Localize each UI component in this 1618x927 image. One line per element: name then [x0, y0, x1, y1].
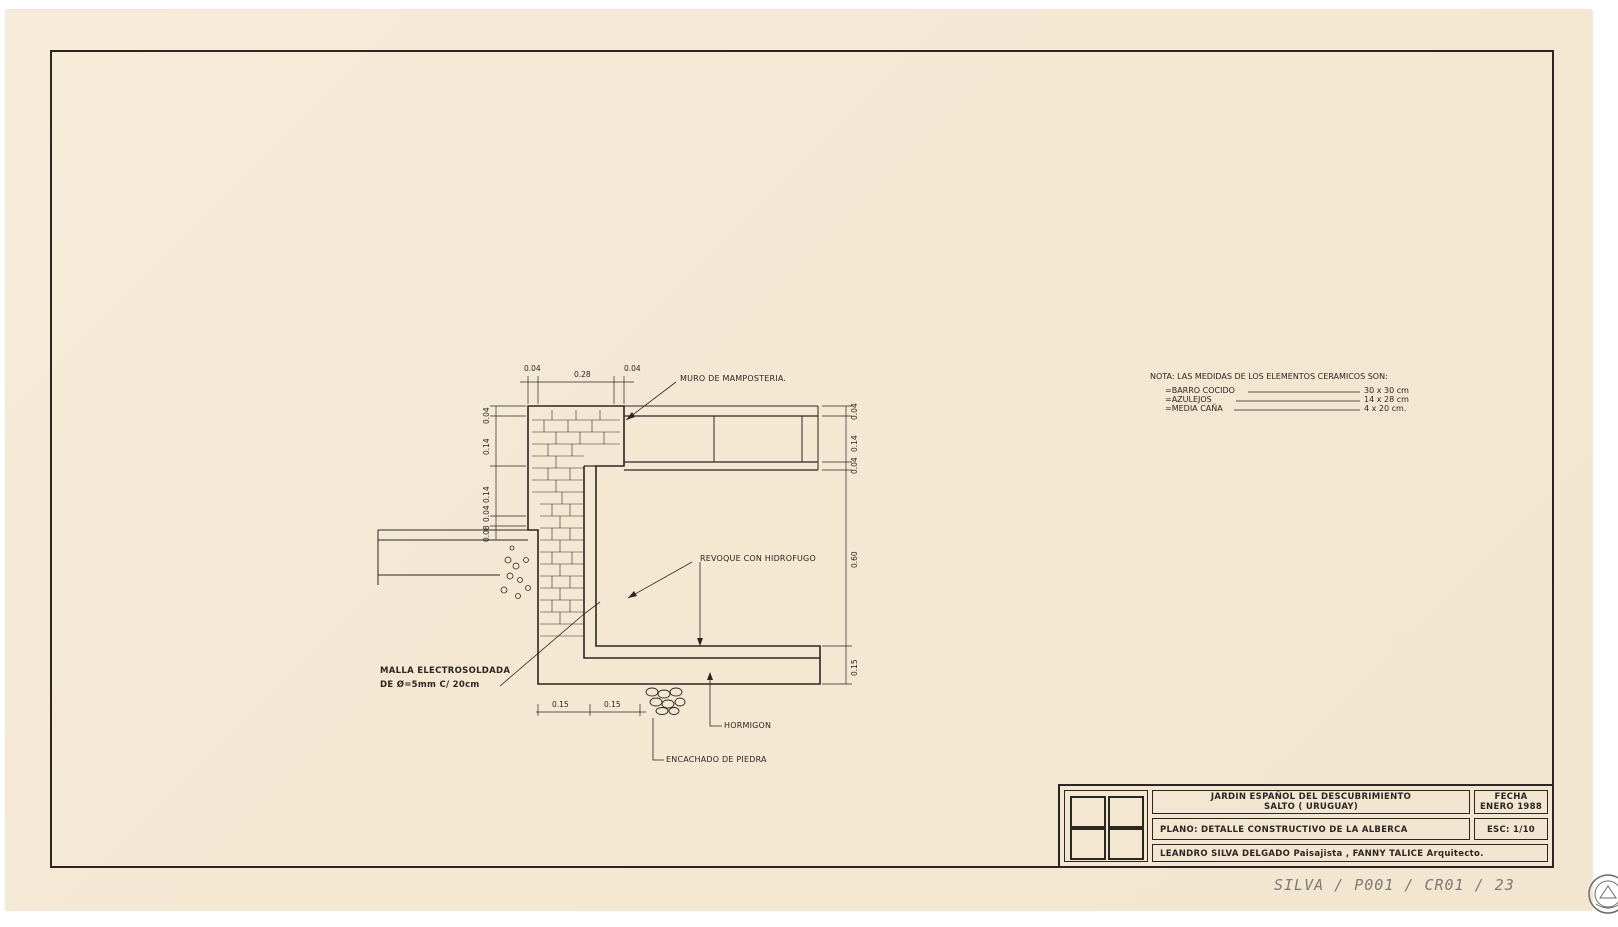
- archive-seal-icon: [1588, 874, 1618, 914]
- dim-right-3: 0.04: [850, 457, 859, 474]
- dim-right-1: 0.04: [850, 403, 859, 420]
- plano-title: PLANO: DETALLE CONSTRUCTIVO DE LA ALBERC…: [1160, 825, 1408, 835]
- title-block-project: [1152, 790, 1470, 814]
- dim-left-3: 0.14: [482, 486, 491, 503]
- label-encachado: ENCACHADO DE PIEDRA: [666, 755, 767, 764]
- note-item-1-value: 30 x 30 cm: [1364, 386, 1409, 395]
- label-malla-line2: DE Ø=5mm C/ 20cm: [380, 680, 480, 690]
- title-block: [1058, 784, 1554, 868]
- note-item-2-value: 14 x 28 cm: [1364, 395, 1409, 404]
- dim-left-2: 0.14: [482, 438, 491, 455]
- dim-bottom-2: 0.15: [604, 700, 621, 709]
- dim-bottom-1: 0.15: [552, 700, 569, 709]
- fecha-value: ENERO 1988: [1479, 802, 1543, 812]
- project-line2: SALTO ( URUGUAY): [1263, 802, 1359, 812]
- logo-square-icon: [1070, 828, 1106, 860]
- fecha-label: FECHA: [1494, 792, 1528, 802]
- note-item-3-name: =MEDIA CAÑA: [1165, 404, 1223, 413]
- authors: LEANDRO SILVA DELGADO Paisajista , FANNY…: [1160, 849, 1484, 859]
- dim-top-1: 0.04: [524, 364, 541, 373]
- dim-top-3: 0.04: [624, 364, 641, 373]
- title-block-logo: [1064, 790, 1148, 862]
- label-revoque: REVOQUE CON HIDROFUGO: [700, 554, 816, 563]
- note-item-2-name: =AZULEJOS: [1165, 395, 1212, 404]
- dim-left-1: 0.04: [482, 407, 491, 424]
- note-item-3-value: 4 x 20 cm.: [1364, 404, 1407, 413]
- title-block-plano: [1152, 818, 1470, 840]
- title-block-escala: [1474, 818, 1548, 840]
- dim-right-2: 0.14: [850, 435, 859, 452]
- note-item-1-name: =BARRO COCIDO: [1165, 386, 1235, 395]
- dim-right-4: 0.60: [850, 551, 859, 568]
- title-block-authors: [1152, 844, 1548, 862]
- archive-reference: SILVA / P001 / CR01 / 23: [1274, 876, 1515, 894]
- escala-value: ESC: 1/10: [1486, 825, 1536, 835]
- dim-right-5: 0.15: [850, 659, 859, 676]
- note-title: NOTA: LAS MEDIDAS DE LOS ELEMENTOS CERAM…: [1150, 372, 1388, 381]
- label-muro: MURO DE MAMPOSTERIA.: [680, 374, 787, 383]
- dim-left-4: 0.04: [482, 505, 491, 522]
- project-line1: JARDIN ESPAÑOL DEL DESCUBRIMIENTO: [1210, 792, 1412, 802]
- dim-left-5: 0.08: [482, 525, 491, 542]
- logo-square-icon: [1108, 828, 1144, 860]
- drawing-frame: [50, 50, 1554, 868]
- label-malla-line1: MALLA ELECTROSOLDADA: [380, 666, 511, 676]
- drawing-sheet: [6, 10, 1592, 910]
- label-hormigon: HORMIGON: [724, 721, 772, 730]
- logo-square-icon: [1108, 796, 1144, 828]
- logo-square-icon: [1070, 796, 1106, 828]
- dim-top-2: 0.28: [574, 370, 591, 379]
- title-block-fecha: [1474, 790, 1548, 814]
